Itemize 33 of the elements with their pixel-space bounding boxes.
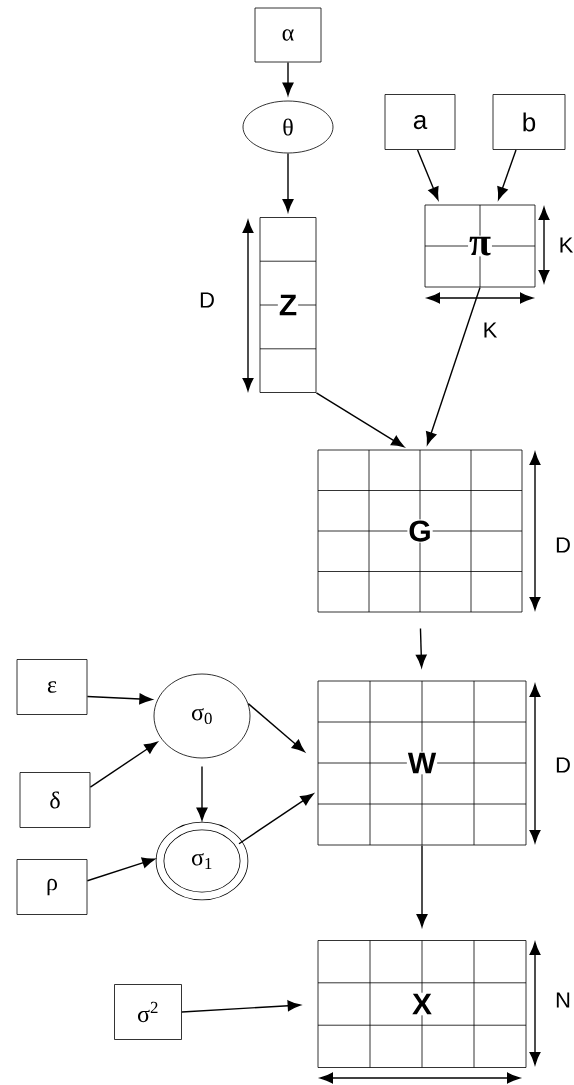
matrix-grid: Z	[259, 217, 317, 393]
matrix-grid: π	[424, 204, 536, 288]
dimension-label: D	[556, 537, 570, 553]
dimension-label: K	[560, 237, 574, 253]
arrow	[415, 627, 427, 668]
arrow	[282, 61, 294, 96]
matrix-grid: W	[317, 680, 527, 846]
arrow	[426, 286, 481, 445]
variable-box: δ	[19, 772, 91, 828]
variable-box: ρ	[16, 859, 88, 915]
arrow	[416, 844, 428, 928]
variable-box: ε	[16, 659, 88, 715]
arrow	[238, 793, 314, 845]
arrow	[196, 765, 208, 821]
dimension-label: D	[200, 292, 214, 308]
variable-box: b	[492, 94, 566, 150]
arrow	[181, 1000, 301, 1013]
dimension-label: K	[484, 322, 498, 338]
dimension-label: D	[556, 757, 570, 773]
arrow	[89, 741, 158, 788]
variable-box: σ$^{2}$	[114, 984, 182, 1040]
variable-box: α	[254, 7, 322, 63]
arrow	[86, 693, 153, 705]
matrix-grid: X	[317, 940, 527, 1068]
matrix-grid: G	[317, 449, 523, 613]
arrow	[247, 702, 305, 753]
arrow	[315, 392, 405, 448]
dimension-label: N	[556, 992, 570, 1008]
arrow	[497, 149, 517, 200]
arrow	[282, 152, 294, 213]
variable-box: a	[384, 94, 456, 150]
arrow	[416, 149, 439, 200]
arrow	[86, 857, 156, 882]
